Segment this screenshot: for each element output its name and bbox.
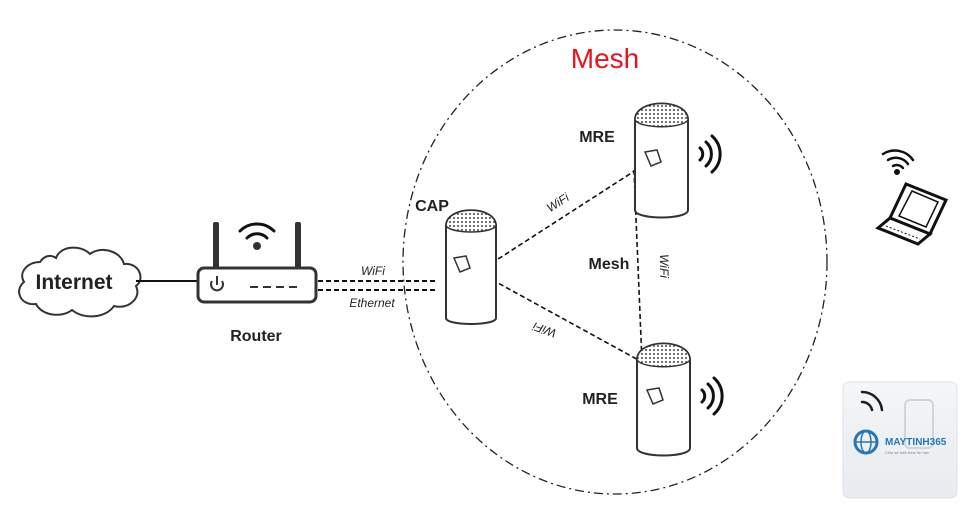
watermark: MAYTINH365 Chia sẻ kiến thức tin học: [842, 381, 958, 499]
mesh-boundary: [402, 29, 828, 495]
watermark-tagline: Chia sẻ kiến thức tin học: [885, 450, 929, 455]
router-device: Router: [196, 222, 318, 345]
mre-bottom-label: MRE: [582, 391, 618, 408]
internet-label: Internet: [35, 271, 112, 294]
cap-label: CAP: [415, 198, 449, 215]
diagram-title: Mesh: [571, 43, 639, 74]
internet-cloud: Internet: [18, 246, 142, 318]
power-icon: [210, 276, 224, 292]
cap-mre-bottom-link-label: WiFi: [531, 319, 559, 340]
watermark-globe-icon: [853, 429, 879, 455]
mesh-center-label: Mesh: [589, 256, 630, 273]
router-label: Router: [230, 328, 282, 345]
mre-top-label: MRE: [579, 129, 615, 146]
router-cap-ethernet-label: Ethernet: [349, 296, 395, 310]
cap-logo-icon: [452, 255, 471, 273]
mre-top-device: MRE: [579, 102, 722, 219]
laptop-icon: [875, 149, 949, 246]
cap-mre-top-link: [477, 169, 637, 273]
watermark-phone-icon: [904, 399, 934, 449]
mre-bottom-logo-icon: [645, 387, 664, 405]
cap-device: CAP: [415, 198, 497, 325]
mre-bottom-device: MRE: [582, 342, 724, 457]
mre-bottom-signal-icon: [700, 376, 724, 416]
router-wifi-icon: [238, 222, 276, 250]
mre-top-logo-icon: [643, 149, 662, 167]
cap-mre-bottom-link: [477, 271, 643, 363]
mre-top-signal-icon: [698, 134, 722, 174]
watermark-brand: MAYTINH365: [885, 437, 947, 448]
mre-mre-link-label: WiFi: [657, 254, 671, 278]
laptop-wifi-icon: [881, 149, 915, 175]
router-cap-wifi-label: WiFi: [361, 264, 385, 278]
cap-mre-top-link-label: WiFi: [544, 190, 572, 215]
watermark-wifi-icon: [860, 390, 884, 412]
